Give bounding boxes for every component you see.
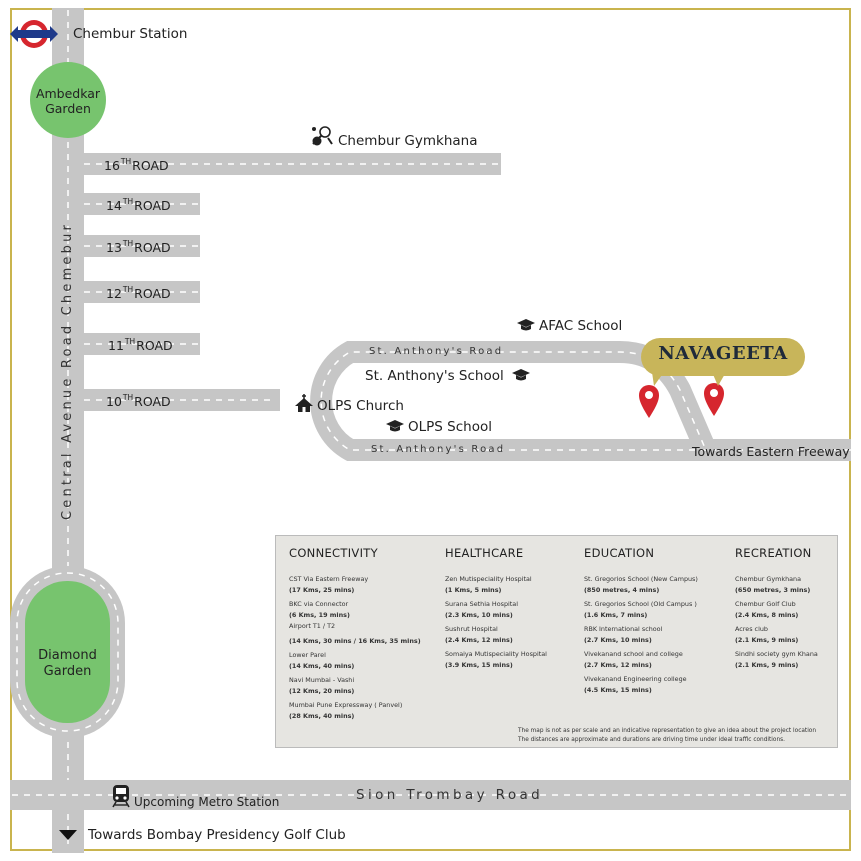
list-item: Sindhi society gym Khana(2.1 Kms, 9 mins… [735, 650, 818, 669]
legend-heading: RECREATION [735, 546, 812, 560]
road-14th-label: 14THROAD [106, 197, 171, 213]
down-arrow-icon [59, 830, 77, 840]
list-item: St. Gregorios School (Old Campus )(1.6 K… [584, 600, 697, 619]
road-12th-label: 12THROAD [106, 285, 171, 301]
list-item: Zen Mutispeciality Hospital(1 Kms, 5 min… [445, 575, 532, 594]
list-item: Lower Parel(14 Kms, 40 mins) [289, 651, 355, 670]
olps-school-marker: OLPS School [386, 419, 492, 437]
list-item: Navi Mumbai - Vashi(12 Kms, 20 mins) [289, 676, 355, 695]
towards-golf-club-label: Towards Bombay Presidency Golf Club [88, 827, 346, 843]
towards-eastern-freeway-label: Towards Eastern Freeway [692, 444, 850, 459]
graduation-cap-icon [512, 368, 531, 386]
disclaimer-note: The map is not as per scale and an indic… [518, 728, 817, 743]
list-item: Chembur Gymkhana(650 metres, 3 mins) [735, 575, 811, 594]
project-badge [641, 338, 805, 376]
sion-trombay-road-label: Sion Trombay Road [356, 787, 544, 803]
olps-school-label: OLPS School [408, 419, 492, 435]
st-anthony-school-label: St. Anthony's School [365, 368, 504, 384]
afac-school-marker: AFAC School [517, 318, 622, 336]
central-avenue-road-label: Central Avenue Road Chemebur [60, 221, 75, 520]
road-12th [80, 281, 200, 303]
graduation-cap-icon [517, 318, 535, 336]
ambedkar-garden-shape [30, 62, 106, 138]
road-16th [80, 153, 501, 175]
list-item: Somaiya Mutispeciality Hospital(3.9 Kms,… [445, 650, 547, 669]
graduation-cap-icon [386, 419, 404, 437]
list-item: Sushrut Hospital(2.4 Kms, 12 mins) [445, 625, 513, 644]
sports-icon [310, 125, 334, 151]
list-item: Surana Sethia Hospital(2.3 Kms, 10 mins) [445, 600, 518, 619]
list-item: Vivekanand school and college(2.7 Kms, 1… [584, 650, 683, 669]
olps-church-marker: OLPS Church [295, 394, 404, 416]
diamond-garden-label: Diamond Garden [38, 648, 97, 679]
location-pin-icon [704, 383, 724, 416]
list-item: CST Via Eastern Freeway(17 Kms, 25 mins) [289, 575, 369, 594]
diamond-garden-shape [10, 566, 125, 738]
list-item: RBK International school(2.7 Kms, 10 min… [584, 625, 663, 644]
legend-connectivity: CONNECTIVITY CST Via Eastern Freeway(17 … [289, 546, 439, 725]
st-anthony-road-bottom-label: St. Anthony's Road [371, 444, 506, 455]
road-16th-label: 16THROAD [104, 157, 169, 173]
road-10th-label: 10THROAD [106, 393, 171, 409]
list-item: BKC via Connector(6 Kms, 19 mins) [289, 600, 350, 619]
list-item: Airport T1 / T2(14 Kms, 30 mins / 16 Kms… [289, 622, 421, 645]
road-11th [80, 333, 200, 355]
metro-logo-icon [10, 20, 58, 48]
legend-healthcare: HEALTHCARE Zen Mutispeciality Hospital(1… [445, 546, 580, 674]
legend-heading: EDUCATION [584, 546, 655, 560]
list-item: Acres club(2.1 Kms, 9 mins) [735, 625, 799, 644]
road-10th [80, 389, 280, 411]
road-11th-label: 11THROAD [108, 337, 173, 353]
afac-school-label: AFAC School [539, 318, 623, 334]
olps-church-label: OLPS Church [317, 398, 404, 414]
st-anthony-school-marker: St. Anthony's School [365, 368, 534, 386]
legend-heading: HEALTHCARE [445, 546, 524, 560]
gymkhana-label: Chembur Gymkhana [338, 133, 478, 149]
road-14th [80, 193, 200, 215]
sion-trombay-road [10, 780, 851, 810]
gymkhana-marker: Chembur Gymkhana [310, 125, 477, 151]
train-icon [112, 784, 130, 811]
road-13th-label: 13THROAD [106, 239, 171, 255]
chembur-station-label: Chembur Station [73, 26, 188, 42]
list-item: Vivekanand Engineering college(4.5 Kms, … [584, 675, 687, 694]
metro-station-marker: Upcoming Metro Station [112, 784, 279, 811]
legend-heading: CONNECTIVITY [289, 546, 378, 560]
legend-recreation: RECREATION Chembur Gymkhana(650 metres, … [735, 546, 835, 674]
metro-station-label: Upcoming Metro Station [134, 795, 280, 809]
church-icon [295, 394, 313, 416]
st-anthony-road-top-label: St. Anthony's Road [369, 346, 504, 357]
map-frame [10, 8, 851, 851]
list-item: St. Gregorios School (New Campus)(850 me… [584, 575, 698, 594]
legend-education: EDUCATION St. Gregorios School (New Camp… [584, 546, 729, 699]
legend-panel: CONNECTIVITY CST Via Eastern Freeway(17 … [275, 535, 838, 748]
location-pin-icon [639, 385, 659, 418]
list-item: Mumbai Pune Expressway ( Panvel)(28 Kms,… [289, 701, 403, 720]
road-13th [80, 235, 200, 257]
project-name: NAVAGEETA [658, 343, 788, 364]
ambedkar-garden-label: Ambedkar Garden [35, 86, 101, 116]
list-item: Chembur Golf Club(2.4 Kms, 8 mins) [735, 600, 799, 619]
